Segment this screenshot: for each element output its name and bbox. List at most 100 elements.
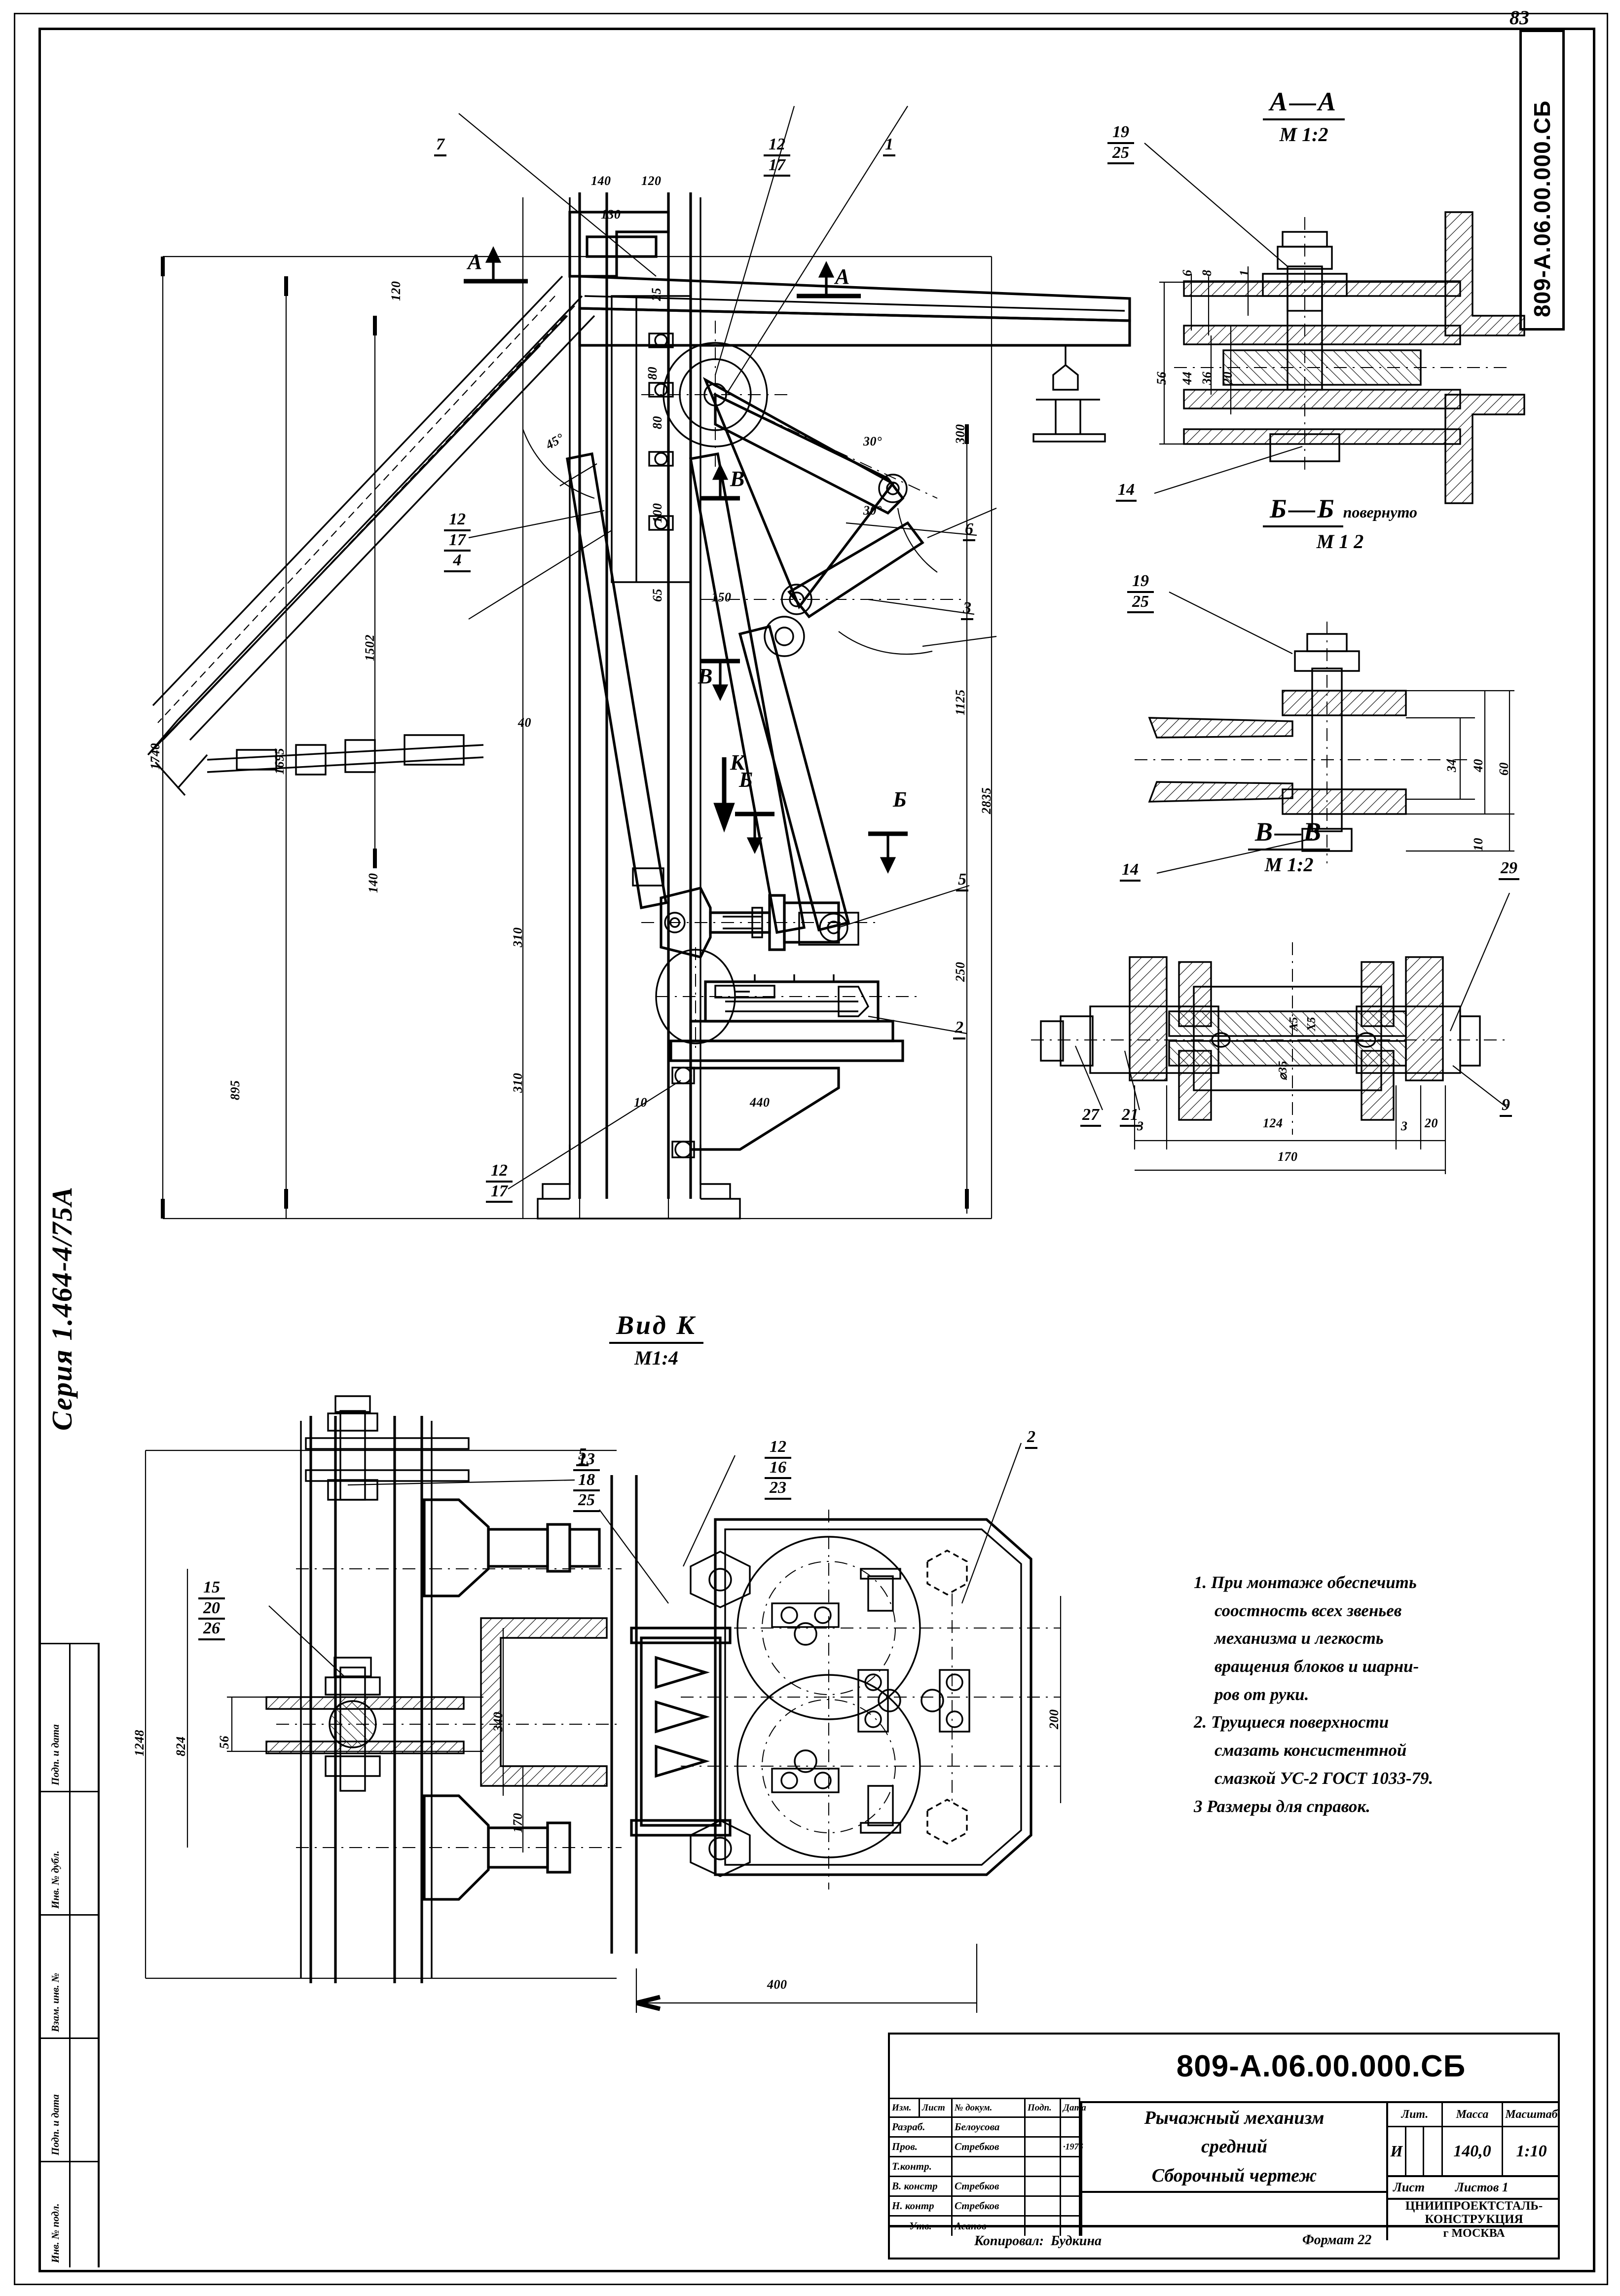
- note-line: 3 Размеры для справок.: [1194, 1796, 1370, 1816]
- view-k-leader-12: [683, 1455, 736, 1567]
- tb-lit-value: И: [1386, 2126, 1405, 2175]
- tb-assembly-name-3: Сборочный чертеж: [1080, 2160, 1386, 2191]
- section-vv-pos-27: 27: [1080, 1106, 1101, 1127]
- vv-dim-3-right: 3: [1401, 1119, 1408, 1133]
- tb-org-line1: ЦНИИПРОЕКТСТАЛЬ-: [1386, 2198, 1560, 2213]
- format-label: Формат 22: [1302, 2232, 1372, 2248]
- tb-date-0: [1060, 2116, 1080, 2136]
- tb-date-1: ·1976: [1060, 2136, 1083, 2156]
- pos-number: 25: [1127, 593, 1154, 614]
- tb-name-4: Стребков: [951, 2195, 1024, 2215]
- tb-sign-2: [1024, 2156, 1060, 2176]
- pos-number: 17: [764, 156, 790, 177]
- section-aa-pos-14: 14: [1116, 481, 1137, 502]
- dim-80-b: 80: [650, 416, 664, 429]
- view-k-leader-5: [599, 1509, 669, 1604]
- pos-number: 15: [198, 1579, 225, 1599]
- tb-col-ndokum-header: № докум.: [951, 2098, 1024, 2116]
- left-form-strip: Подп. и дата Инв. № дубл. Взам. инв. № П…: [38, 1643, 100, 2267]
- view-k-pos-15-20-26: 15 20 26: [198, 1579, 225, 1641]
- tb-sign-1: [1024, 2136, 1060, 2156]
- view-k-scale: М1:4: [634, 1347, 678, 1369]
- notes-block: 1. При монтаже обеспечить соостность все…: [1194, 1569, 1559, 1820]
- pos-number: 5: [956, 871, 968, 891]
- dim-2835: 2835: [979, 787, 994, 814]
- aa-dim-44: 44: [1180, 371, 1194, 385]
- pos-number: 26: [198, 1620, 225, 1641]
- section-mark-a-right: А: [835, 264, 850, 289]
- tb-date-4: [1060, 2195, 1080, 2215]
- tb-sign-4: [1024, 2195, 1060, 2215]
- k-dim-400: 400: [767, 1977, 787, 1992]
- vv-fit-note2: Х5: [1305, 1016, 1318, 1031]
- tb-date-2: [1060, 2156, 1080, 2176]
- pos-number: 27: [1080, 1106, 1101, 1127]
- bottom-gusset: [689, 1067, 840, 1151]
- tb-role-4: Н. контр: [890, 2195, 951, 2215]
- linkage-lower-arm: [787, 521, 924, 619]
- note-line: 1. При монтаже обеспечить: [1194, 1573, 1417, 1592]
- sheet-inner-border: [38, 28, 1595, 2272]
- section-bb-note: повернуто: [1343, 503, 1417, 521]
- pos-number: 4: [444, 552, 471, 573]
- section-bb-dim-lines: [1406, 690, 1514, 852]
- pos-number: 12: [765, 1438, 791, 1459]
- dim-40: 40: [518, 715, 531, 730]
- left-form-cell-0: Подп. и дата: [38, 1643, 98, 1791]
- pos-number: 18: [573, 1471, 600, 1492]
- dim-80-a: 80: [645, 367, 660, 380]
- tb-role-3: В. констр: [890, 2176, 951, 2195]
- tb-assembly-name-1: Рычажный механизм: [1080, 2101, 1386, 2133]
- tb-massa-header: Масса: [1441, 2101, 1502, 2126]
- k-dim-1248: 1248: [132, 1730, 147, 1756]
- linkage-triangle-plate: [702, 377, 895, 610]
- copied-by-label: Копировал:: [974, 2233, 1044, 2249]
- sheet-outer-border: [14, 13, 1608, 2285]
- k-dim-170: 170: [511, 1813, 525, 1833]
- left-form-cell-3: Подп. и дата: [38, 2037, 98, 2161]
- k-dim-340: 340: [491, 1711, 505, 1732]
- section-vv-pos-9: 9: [1500, 1096, 1512, 1117]
- k-dim-56: 56: [217, 1736, 231, 1749]
- aa-dim-6: 6: [1180, 269, 1194, 277]
- vv-dim-20: 20: [1425, 1116, 1438, 1130]
- title-block-code: 809-А.06.00.000.СБ: [1176, 2049, 1466, 2083]
- tb-name-2: [951, 2156, 1024, 2176]
- section-bb-pos-19-25: 19 25: [1127, 572, 1154, 614]
- view-k-leader-15: [268, 1605, 346, 1678]
- tb-list-label: Лист: [1386, 2175, 1450, 2198]
- note-line: смазкой УС-2 ГОСТ 1033-79.: [1215, 1768, 1434, 1788]
- section-vv-pos-21: 21: [1120, 1106, 1141, 1127]
- view-k-channel: [480, 1617, 608, 1787]
- dim-440: 440: [750, 1095, 770, 1110]
- pos-number: 17: [444, 531, 471, 552]
- note-line: смазать консистентной: [1215, 1741, 1407, 1760]
- tb-col-podp-header: Подп.: [1024, 2098, 1060, 2116]
- pos-number: 7: [434, 136, 446, 156]
- pos-balloon-7: 7: [434, 136, 446, 156]
- note-line: 2. Трущиеся поверхности: [1194, 1712, 1389, 1732]
- section-vv-leader-21: [1124, 1050, 1141, 1111]
- dim-140-top: 140: [591, 174, 611, 188]
- section-vv-dim-lines: [1134, 1085, 1446, 1174]
- section-arrow-marks: [464, 246, 908, 874]
- dim-895: 895: [228, 1080, 242, 1101]
- upper-boom-detail: [584, 295, 1125, 443]
- dim-250: 250: [953, 962, 967, 982]
- title-block: 809-А.06.00.000.СБ Изм. Лист № докум. По…: [888, 2033, 1560, 2259]
- angle-30-a: 30°: [863, 434, 882, 448]
- left-strut-to-cylinder: [566, 452, 667, 910]
- section-aa-title: А—А М 1:2: [1263, 86, 1345, 146]
- left-form-cell-1: Инв. № дубл.: [38, 1791, 98, 1914]
- pos-number: 25: [1107, 144, 1134, 165]
- pos-number: 21: [1120, 1106, 1141, 1127]
- section-aa-geometry: [1144, 143, 1525, 504]
- vertical-column: [578, 192, 692, 1199]
- tb-role-1: Пров.: [890, 2136, 951, 2156]
- vv-fit-note: А5: [1288, 1016, 1300, 1031]
- pos-number: 29: [1499, 859, 1519, 880]
- tb-role-2: Т.контр.: [890, 2156, 951, 2176]
- dim-1695: 1695: [272, 748, 287, 775]
- section-vv-geometry: [1031, 892, 1510, 1174]
- bracket-bolts: [648, 333, 674, 531]
